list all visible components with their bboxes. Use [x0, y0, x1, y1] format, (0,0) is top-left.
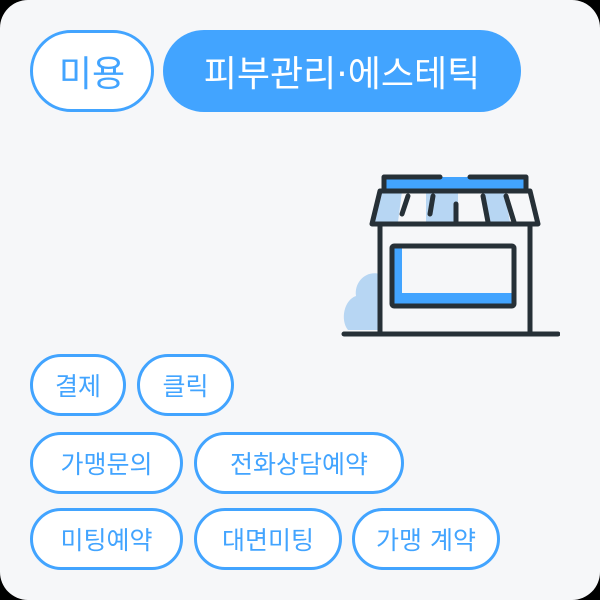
- tag-pill[interactable]: 대면미팅: [194, 508, 342, 570]
- tag-pill[interactable]: 전화상담예약: [194, 432, 404, 494]
- tag-label: 가맹문의: [60, 450, 153, 479]
- tag-label: 미팅예약: [60, 526, 153, 555]
- tag-label: 결제: [54, 372, 101, 401]
- storefront-icon: [330, 160, 561, 340]
- tag-pill[interactable]: 결제: [30, 354, 126, 416]
- category-secondary-label: 피부관리·에스테틱: [203, 54, 481, 95]
- tag-pill[interactable]: 가맹 계약: [352, 508, 500, 570]
- tag-label: 가맹 계약: [376, 526, 476, 555]
- tag-pill[interactable]: 미팅예약: [30, 508, 183, 570]
- tag-label: 클릭: [162, 372, 209, 401]
- category-primary-pill[interactable]: 미용: [30, 30, 154, 112]
- tag-label: 전화상담예약: [229, 450, 368, 479]
- category-primary-label: 미용: [58, 54, 126, 95]
- category-secondary-pill[interactable]: 피부관리·에스테틱: [163, 30, 521, 112]
- tag-pill[interactable]: 가맹문의: [30, 432, 183, 494]
- tag-label: 대면미팅: [221, 526, 314, 555]
- tag-pill[interactable]: 클릭: [137, 354, 234, 416]
